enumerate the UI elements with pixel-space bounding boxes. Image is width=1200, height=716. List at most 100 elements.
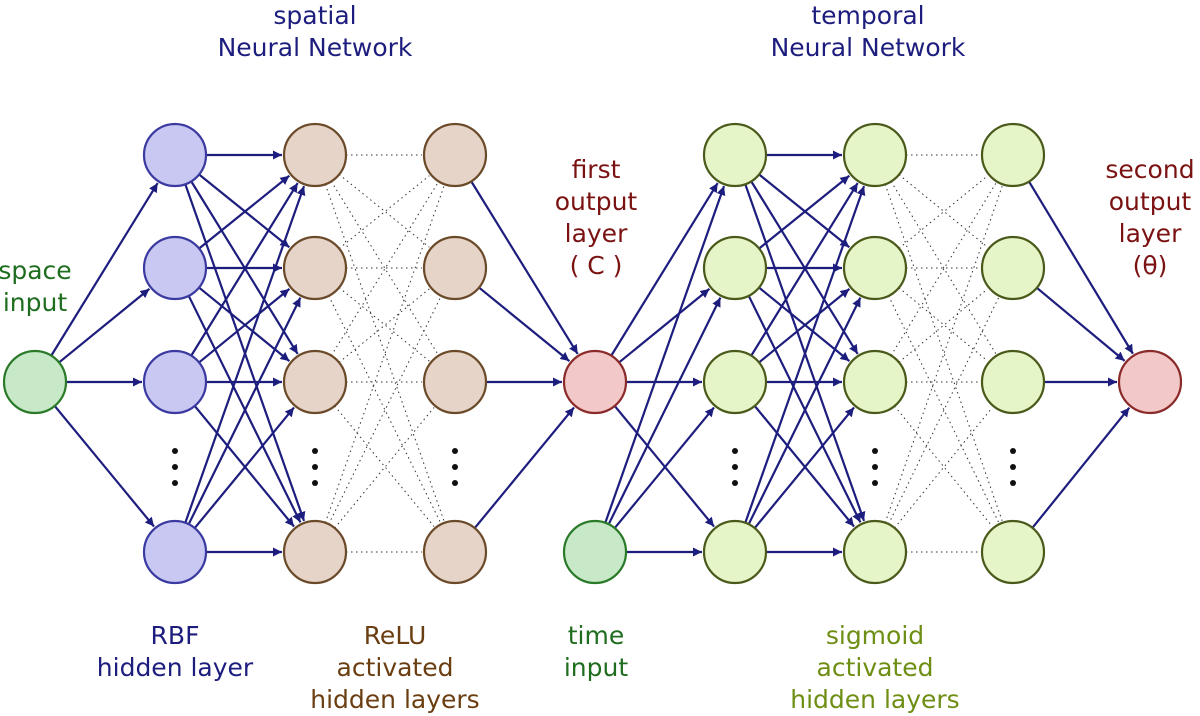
first-output-label-line: layer: [564, 219, 628, 248]
sigmoid-node: [842, 349, 908, 415]
dotted-connection: [894, 405, 993, 527]
relu-node: [422, 235, 488, 301]
sigmoid-node: [980, 519, 1046, 585]
dotted-connection: [898, 287, 988, 362]
rbf-node: [142, 349, 208, 415]
rbf-node: [142, 122, 208, 188]
arrow-connection: [50, 182, 159, 357]
first-output-label-line: ( C ): [569, 251, 623, 280]
sigmoid-node: [980, 235, 1046, 301]
ellipsis-dot: [732, 464, 738, 470]
ellipsis-dot: [872, 464, 878, 470]
sigmoid-node: [980, 349, 1046, 415]
dotted-connection: [338, 175, 430, 249]
rbf-label-line: RBF: [150, 621, 200, 650]
arrow-connection: [478, 286, 571, 363]
first-output-label: first output layer ( C ): [548, 154, 644, 282]
ellipsis-dot: [172, 448, 178, 454]
dotted-connection: [328, 297, 441, 525]
ellipsis-dot: [872, 480, 878, 486]
sigmoid-node: [842, 519, 908, 585]
arrow-connection: [610, 182, 719, 357]
time-input-node: [562, 519, 628, 585]
relu-node: [422, 349, 488, 415]
ellipsis-dot: [1010, 480, 1016, 486]
time-input-label: time input: [548, 620, 644, 684]
relu-node: [282, 122, 348, 188]
ellipsis-dot: [732, 480, 738, 486]
arrow-connection: [470, 180, 579, 355]
dotted-connection: [898, 175, 988, 249]
dotted-connection: [898, 174, 988, 248]
space-input-node: [2, 349, 68, 415]
time-input-label-line: time: [567, 621, 625, 650]
sigmoid-node: [702, 349, 768, 415]
dotted-connection: [884, 184, 1003, 521]
arrow-connection: [58, 287, 151, 364]
space-input-label-line: input: [2, 288, 68, 317]
rbf-label-line: hidden layer: [96, 653, 254, 682]
arrow-connection: [473, 406, 575, 529]
ellipsis-dot: [172, 480, 178, 486]
arrow-connection: [758, 174, 851, 250]
arrow-connection: [184, 185, 306, 524]
dotted-connection: [328, 295, 441, 523]
sigmoid-node: [980, 122, 1046, 188]
relu-layers-label: ReLU activated hidden layers: [300, 620, 490, 716]
arrow-connection: [1031, 407, 1131, 529]
first-output-label-line: first: [571, 155, 621, 184]
dotted-connection: [888, 297, 1000, 525]
sigmoid-node: [702, 122, 768, 188]
temporal-network-title: temporal Neural Network: [758, 0, 978, 64]
relu-node: [422, 122, 488, 188]
second-output-label: second output layer (θ): [1100, 154, 1200, 282]
rbf-node: [142, 235, 208, 301]
arrow-connection: [618, 287, 711, 364]
spatial-title-line: spatial: [273, 1, 357, 30]
ellipsis-dot: [1010, 464, 1016, 470]
arrow-connection: [750, 182, 859, 357]
ellipsis-dot: [312, 480, 318, 486]
ellipsis-dot: [872, 448, 878, 454]
sigmoid-node: [842, 235, 908, 301]
sigmoid-label-line: activated: [816, 653, 934, 682]
arrow-connection: [198, 174, 291, 250]
dotted-connection: [324, 185, 445, 523]
spatial-title-line: Neural Network: [217, 33, 413, 62]
relu-node: [282, 349, 348, 415]
dotted-connection: [330, 182, 439, 356]
second-output-label-line: (θ): [1132, 251, 1168, 280]
ellipsis-dot: [732, 448, 738, 454]
dotted-connection: [338, 174, 430, 248]
rbf-layer-label: RBF hidden layer: [80, 620, 270, 684]
arrow-connection: [758, 287, 851, 364]
spatial-network-title: spatial Neural Network: [205, 0, 425, 64]
sigmoid-node: [702, 235, 768, 301]
arrow-connection: [193, 406, 295, 529]
dotted-connections: [324, 154, 1003, 553]
sigmoid-label-line: sigmoid: [825, 621, 925, 650]
temporal-title-line: Neural Network: [770, 33, 966, 62]
ellipsis-dot: [172, 464, 178, 470]
ellipsis-dot: [312, 448, 318, 454]
relu-node: [282, 235, 348, 301]
relu-node: [422, 519, 488, 585]
space-input-label: space input: [0, 255, 80, 319]
arrow-connection: [198, 287, 291, 364]
time-input-label-line: input: [563, 653, 629, 682]
dotted-connection: [884, 186, 1003, 523]
ellipsis-dot: [1010, 448, 1016, 454]
network-nodes: [2, 122, 1183, 585]
second-output-label-line: second: [1105, 155, 1195, 184]
ellipsis-dot: [452, 480, 458, 486]
arrow-connection: [1036, 286, 1126, 362]
temporal-title-line: temporal: [811, 1, 925, 30]
dotted-connection: [898, 288, 988, 363]
relu-label-line: activated: [336, 653, 454, 682]
arrow-connection: [190, 182, 299, 357]
second-output-node: [1117, 349, 1183, 415]
relu-label-line: ReLU: [363, 621, 427, 650]
rbf-node: [142, 519, 208, 585]
second-output-label-line: output: [1108, 187, 1192, 216]
